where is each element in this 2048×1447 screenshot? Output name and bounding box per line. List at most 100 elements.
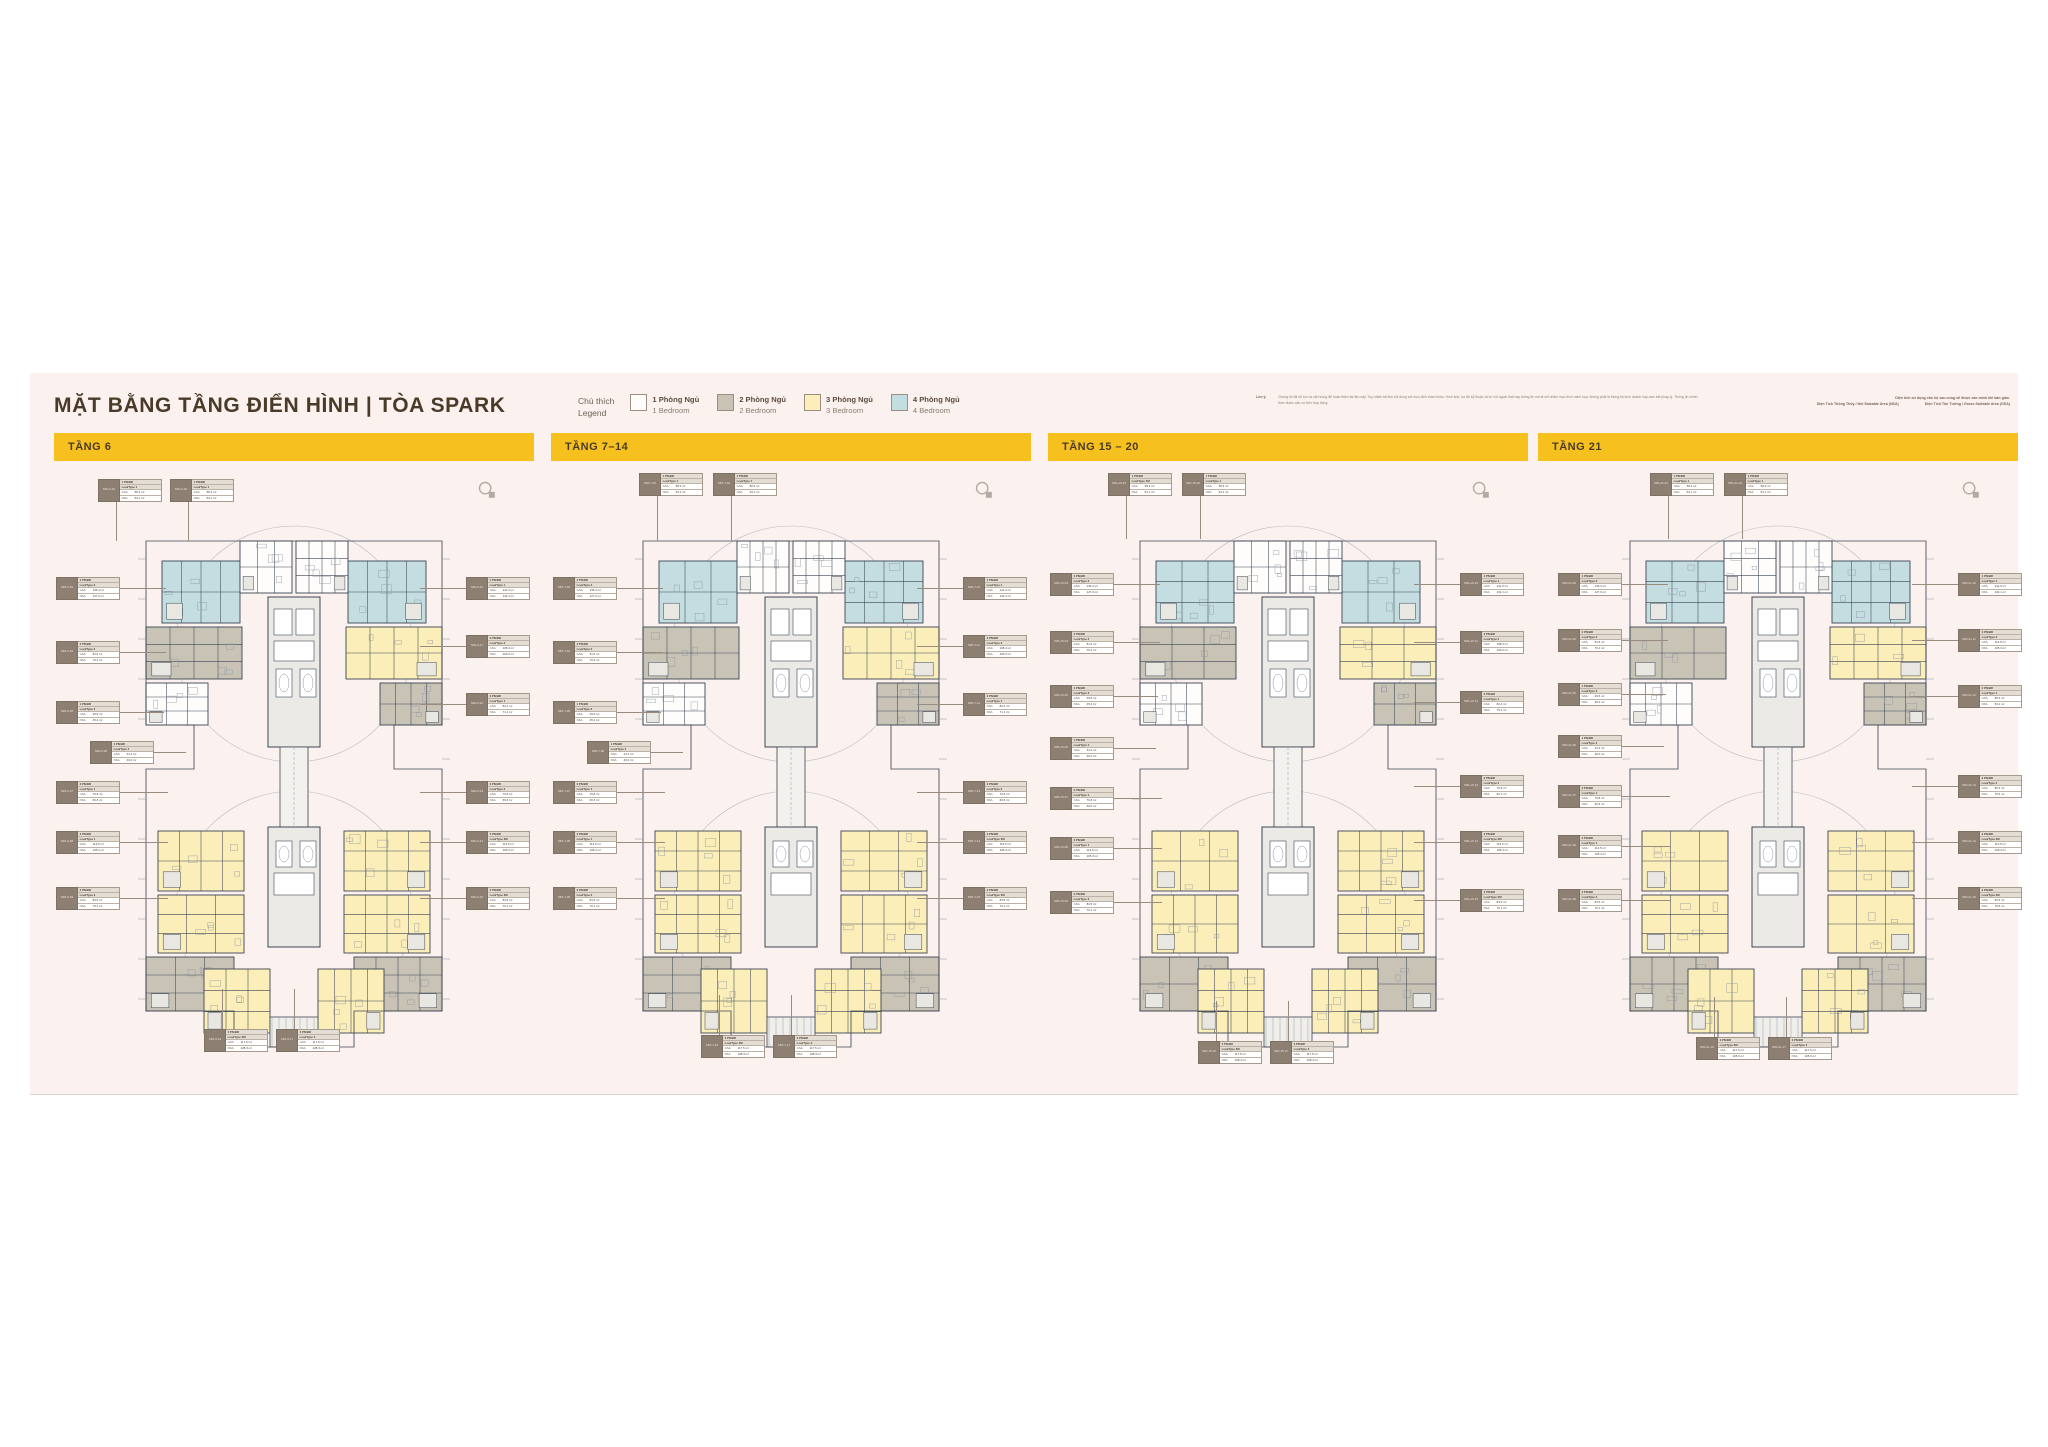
magnifier-icon[interactable] [1960,479,1982,501]
callout-leader [1622,900,1670,901]
gsa-value: 113.5 m² [1994,842,2006,846]
tab-tang-6[interactable]: TẦNG 6 [54,433,534,461]
magnifier-icon-button[interactable] [476,479,498,501]
gsa-value: 117.5 m² [737,1046,749,1050]
tab-tang-21[interactable]: TẦNG 21 [1538,433,2018,461]
nsa-label: NSA [1073,589,1080,594]
magnifier-icon-button[interactable] [973,479,995,501]
callout-leader [120,712,164,713]
callout-leader [1912,584,1958,585]
unit-type: Loại/Type 3M [488,837,529,843]
magnifier-icon-button[interactable] [1470,479,1492,501]
gsa-label: GSA [1673,484,1680,488]
tab-tang-15-20[interactable]: TẦNG 15 – 20 [1048,433,1528,461]
magnifier-icon[interactable] [476,479,498,501]
gsa-label: GSA [1981,640,1988,644]
magnifier-icon[interactable] [1470,479,1492,501]
gsa-value: 117.5 m² [1804,1048,1816,1052]
magnifier-icon-button[interactable] [1960,479,1982,501]
unit-bedrooms: 2 PN/BR [575,888,616,894]
gsa-value: 117.5 m² [1732,1048,1744,1052]
magnifier-icon[interactable] [973,479,995,501]
callout-leader [1622,694,1666,695]
unit-type: Loại/Type 1 [575,837,616,843]
tab-tang-7-14[interactable]: TẦNG 7–14 [551,433,1031,461]
callout-leader [917,898,963,899]
